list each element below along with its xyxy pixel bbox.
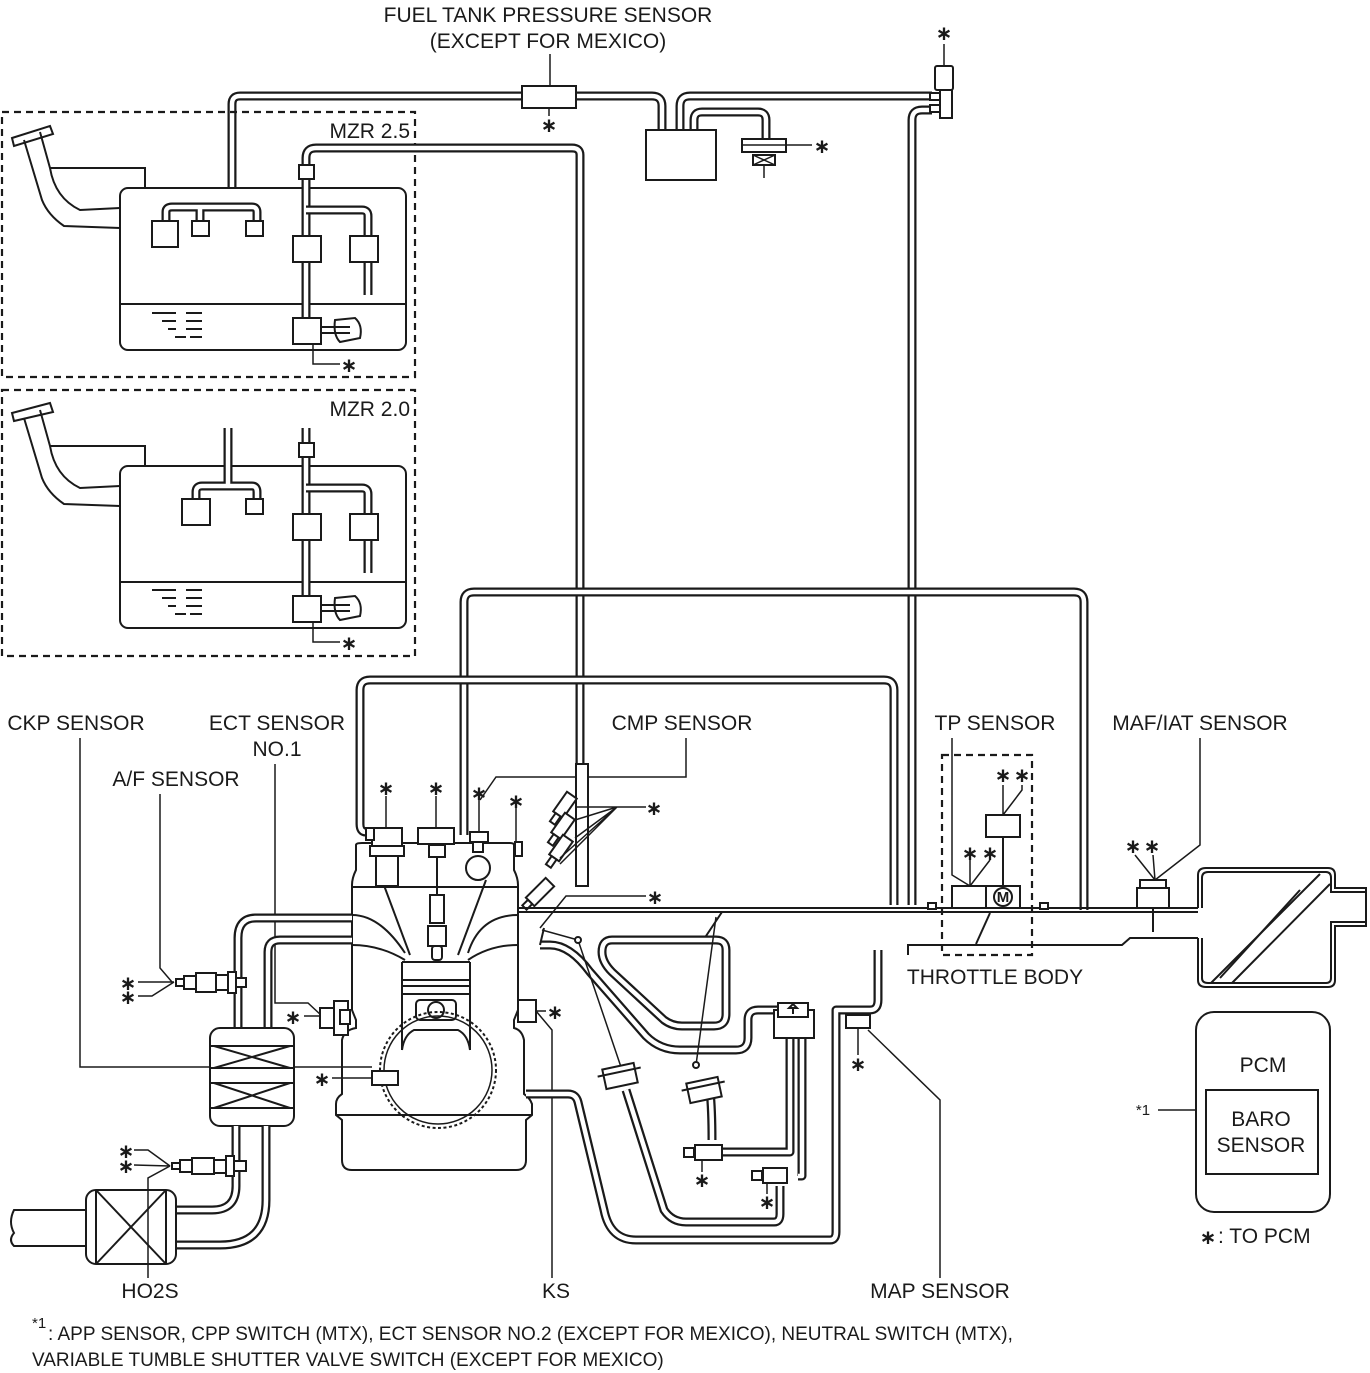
fuel-tank-pressure-sensor-label: FUEL TANK PRESSURE SENSOR (384, 4, 713, 27)
baro-sensor (1205, 1089, 1319, 1175)
ks-leader-line (535, 1010, 553, 1278)
ect-sensor-label: ECT SENSOR (209, 712, 345, 735)
fuel-tank-pressure-sensor (521, 85, 577, 109)
vacuum-control-lines (526, 911, 883, 1245)
exhaust-system (10, 913, 352, 1265)
to-pcm-marker: ∗ (759, 1190, 776, 1214)
to-pcm-marker: ∗ (1144, 834, 1161, 858)
footnote-line1: : APP SENSOR, CPP SWITCH (MTX), ECT SENS… (48, 1324, 1013, 1345)
to-pcm-marker: ∗ (1125, 834, 1142, 858)
evap-pipe-top (227, 91, 932, 905)
to-pcm-marker: ∗ (541, 113, 558, 137)
legend-asterisk: ∗ (1200, 1225, 1217, 1249)
mzr20-fuel-tank-group: MZR 2.0 ∗ (0, 388, 417, 658)
af-sensor-label: A/F SENSOR (112, 768, 239, 791)
ho2s-label: HO2S (121, 1280, 178, 1303)
vacuum-actuator-1 (597, 1061, 641, 1091)
to-pcm-marker: ∗ (646, 796, 663, 820)
ckp-sensor (371, 1070, 399, 1086)
mzr25-label: MZR 2.5 (329, 120, 410, 143)
ckp-sensor-label: CKP SENSOR (7, 712, 144, 735)
leader-line (539, 895, 646, 929)
to-pcm-marker: ∗ (118, 1139, 135, 1163)
to-pcm-marker: ∗ (314, 1067, 331, 1091)
ks-label: KS (542, 1280, 570, 1303)
cmp-leader-line (479, 738, 687, 801)
maf-iat-sensor-label: MAF/IAT SENSOR (1112, 712, 1287, 735)
knock-sensor (517, 999, 537, 1023)
map-sensor-label: MAP SENSOR (870, 1280, 1010, 1303)
ignition-coil-center (417, 827, 455, 845)
canister-vent-valve (929, 65, 954, 119)
throttle-body-label: THROTTLE BODY (907, 966, 1083, 989)
to-pcm-marker: ∗ (120, 985, 137, 1009)
to-pcm-marker: ∗ (995, 763, 1012, 787)
vacuum-actuator-2 (681, 1075, 725, 1105)
vtcs-solenoid-valve (683, 1144, 723, 1161)
vacuum-chamber (773, 1002, 815, 1039)
air-cleaner (1197, 867, 1367, 988)
baro-sensor-sublabel: SENSOR (1217, 1134, 1306, 1157)
to-pcm-marker: ∗ (814, 134, 831, 158)
ect-sensor-sublabel: NO.1 (252, 738, 301, 761)
to-pcm-marker: ∗ (118, 1154, 135, 1178)
pcm-label: PCM (1240, 1054, 1287, 1077)
purge-solenoid-valve (741, 138, 787, 178)
to-pcm-marker: ∗ (936, 21, 953, 45)
fuel-tank-pressure-sensor-sublabel: (EXCEPT FOR MEXICO) (430, 30, 666, 53)
cmp-sensor-label: CMP SENSOR (612, 712, 753, 735)
maf-leader-lines (1134, 738, 1201, 881)
cmp-sensor (465, 831, 491, 881)
vtsv-sensor (514, 841, 523, 857)
to-pcm-marker: ∗ (547, 1000, 564, 1024)
to-pcm-marker: ∗ (341, 631, 358, 655)
to-pcm-marker: ∗ (850, 1052, 867, 1076)
to-pcm-marker: ∗ (508, 789, 525, 813)
maf-iat-sensor (1136, 879, 1170, 932)
tp-leader-lines (951, 738, 1023, 887)
to-pcm-marker: ∗ (285, 1005, 302, 1029)
vts-solenoid-valve (751, 1167, 788, 1184)
fuel-rail-injectors (520, 763, 589, 912)
to-pcm-marker: ∗ (341, 353, 358, 377)
engine-block (335, 842, 533, 1171)
map-sensor (845, 1014, 871, 1029)
legend-to-pcm: : TO PCM (1218, 1225, 1311, 1248)
to-pcm-marker: ∗ (471, 781, 488, 805)
ect-sensor (319, 1000, 351, 1036)
to-pcm-marker: ∗ (1014, 763, 1031, 787)
to-pcm-marker: ∗ (962, 841, 979, 865)
af-sensor (175, 971, 247, 994)
af-leader-line (159, 794, 173, 983)
note1-ref: *1 (1136, 1102, 1150, 1119)
ho2s-sensor (171, 1155, 247, 1177)
vacuum-pipes (355, 587, 1089, 910)
mzr20-label: MZR 2.0 (329, 398, 410, 421)
baro-sensor-label: BARO (1231, 1108, 1291, 1131)
intake-manifold (518, 902, 1198, 955)
to-pcm-marker: ∗ (378, 776, 395, 800)
ignition-coil (365, 827, 405, 887)
mzr25-fuel-tank-group: MZR 2.5 ∗ (0, 110, 585, 860)
footnote-line2: VARIABLE TUMBLE SHUTTER VALVE SWITCH (EX… (32, 1350, 664, 1371)
motor-symbol: M (997, 889, 1010, 906)
to-pcm-marker: ∗ (647, 885, 664, 909)
to-pcm-marker: ∗ (120, 971, 137, 995)
map-leader-line (867, 1029, 941, 1278)
ho2s-wires (133, 1149, 171, 1278)
to-pcm-marker: ∗ (428, 776, 445, 800)
charcoal-canister (645, 129, 717, 181)
to-pcm-marker: ∗ (694, 1168, 711, 1192)
injector-leader-lines (559, 806, 646, 865)
tp-sensor-label: TP SENSOR (935, 712, 1056, 735)
af-sensor-wires (138, 981, 175, 997)
ect-leader-line (274, 764, 323, 1017)
footnote-marker: *1 (32, 1315, 46, 1332)
to-pcm-marker: ∗ (982, 841, 999, 865)
pcm-module: PCM BARO SENSOR (1195, 1011, 1331, 1213)
